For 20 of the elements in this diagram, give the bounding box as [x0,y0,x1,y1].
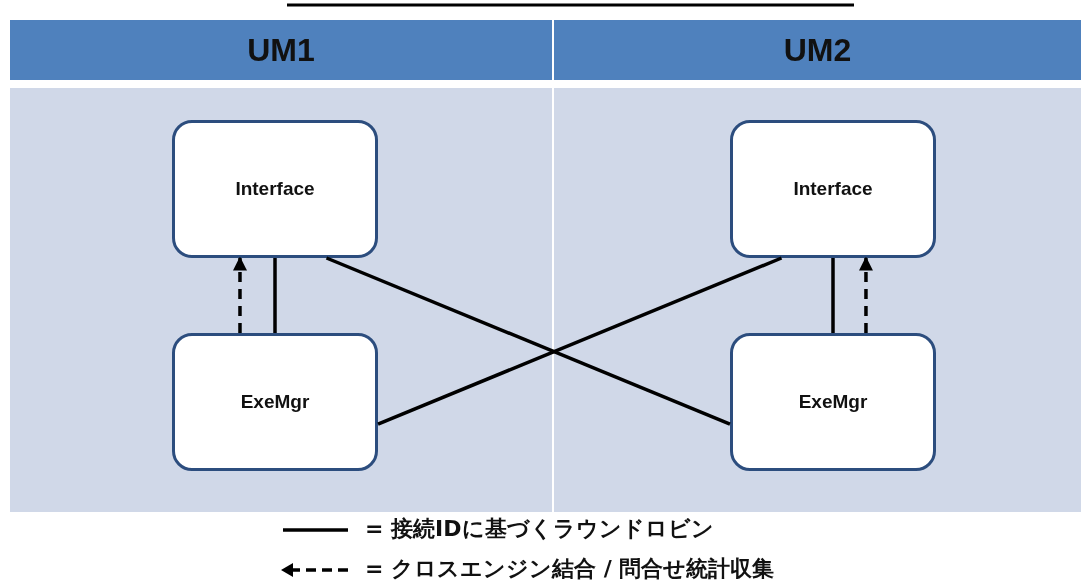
connector-line [377,256,783,426]
column-panel [554,20,1081,512]
process-box [172,120,378,258]
box-label: ExeMgr [798,391,868,413]
column-header: UM1 [10,20,552,80]
box-label: ExeMgr [240,391,310,413]
column-header: UM2 [554,20,1081,80]
column-panel [10,20,552,512]
connector-line [273,258,277,333]
arrow [858,256,873,333]
connector-line [831,258,835,333]
process-box [730,120,936,258]
process-box [730,333,936,471]
box-label: Interface [235,178,315,200]
arrow [233,256,247,333]
legend-text: = 接続IDに基づくラウンドロビン [365,515,714,543]
connector-line [325,256,731,426]
legend-text: = クロスエンジン結合 / 問合せ統計収集 [365,555,775,583]
process-box [172,333,378,471]
box-label: Interface [793,178,873,200]
